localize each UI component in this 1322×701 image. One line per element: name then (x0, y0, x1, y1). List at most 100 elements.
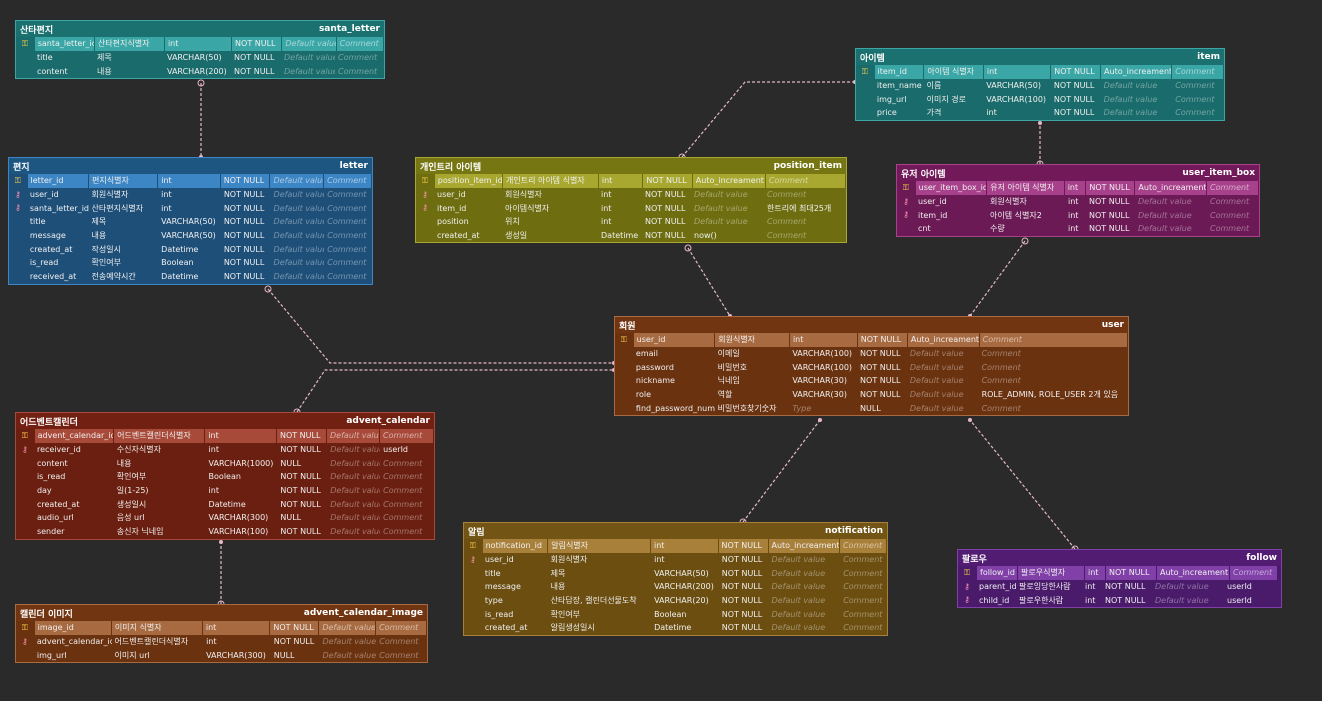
key-cell (9, 215, 27, 229)
key-cell (16, 484, 34, 498)
column-nullable: NOT NULL (721, 609, 763, 619)
column-type: int (1085, 582, 1096, 592)
one-marker (1038, 121, 1042, 125)
relation-line-position_item-to-item[interactable] (681, 81, 855, 158)
relation-line-letter-to-user[interactable] (267, 288, 614, 364)
column-name: santa_letter_id (29, 203, 89, 213)
relation-line-position_item-to-user[interactable] (687, 247, 731, 317)
column-name: content (36, 458, 68, 468)
key-cell (615, 388, 633, 402)
column-type: int (601, 190, 612, 200)
relation-line-user_item_box-to-user[interactable] (969, 240, 1026, 317)
column-nullable: NOT NULL (1053, 108, 1095, 118)
key-icon: ⚿ (421, 175, 428, 185)
column-type: Datetime (654, 623, 692, 633)
relation-line-advent_calendar-to-user[interactable] (296, 369, 614, 413)
relation-line-notification-to-user[interactable] (742, 419, 821, 523)
relation-line-follow-to-user[interactable] (969, 419, 1076, 550)
column-default: Default value (330, 458, 381, 468)
key-cell (615, 347, 633, 361)
column-nullable: NOT NULL (1051, 65, 1101, 79)
column-type: VARCHAR(50) (167, 53, 222, 63)
key-cell (9, 242, 27, 256)
column-nullable: NOT NULL (223, 231, 265, 241)
table-logical-name: 편지 (13, 162, 30, 173)
column-nullable: NOT NULL (721, 568, 763, 578)
column-name: title (484, 568, 501, 578)
column-nullable: NOT NULL (645, 203, 686, 213)
